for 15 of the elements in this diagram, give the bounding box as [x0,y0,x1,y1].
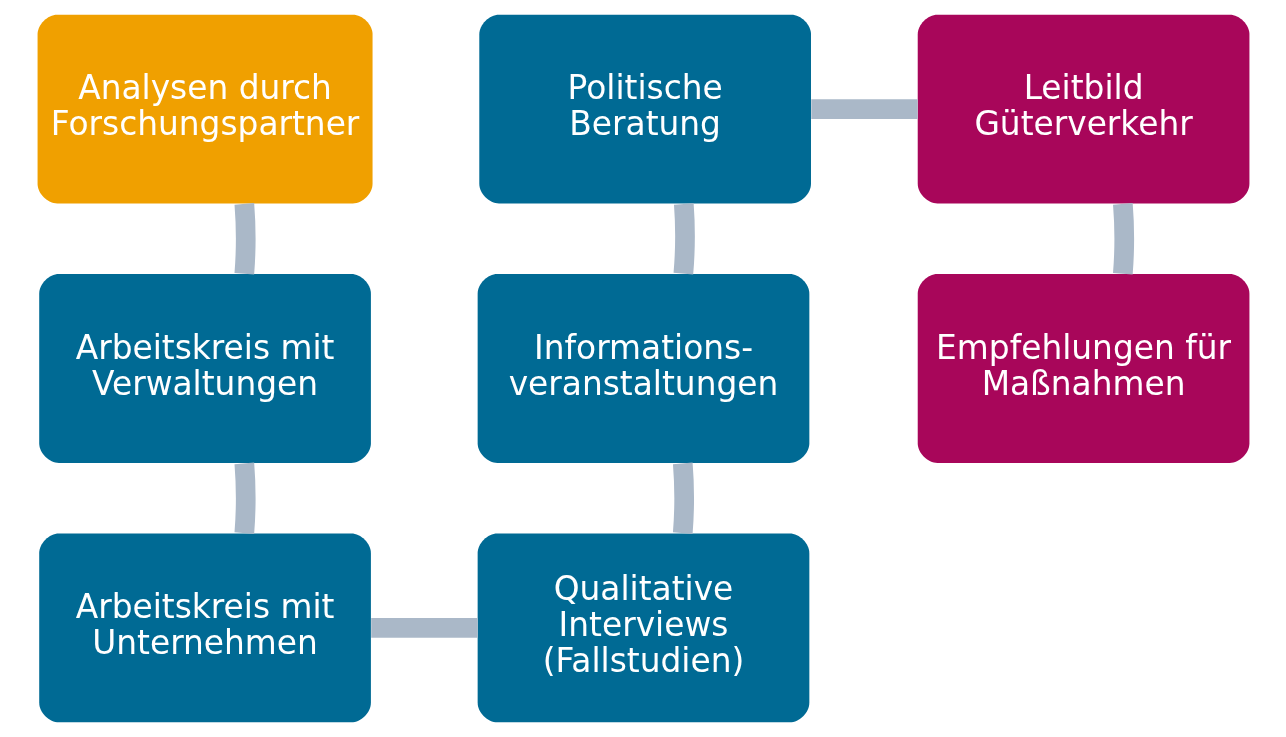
connector [1112,203,1134,275]
node-box: Informations- veranstaltungen [477,274,809,463]
node-box: Qualitative Interviews (Fallstudien) [477,533,809,723]
connector [234,203,256,275]
connector [673,203,695,275]
connector [672,462,694,534]
connector [234,462,256,534]
node-box: Politische Beratung [478,14,811,204]
node-box: Empfehlungen für Maßnahmen [917,274,1249,463]
node-box: Arbeitskreis mit Unternehmen [38,533,371,723]
node-box: Arbeitskreis mit Verwaltungen [38,274,371,463]
connector [810,99,918,119]
connector [370,618,478,638]
node-box: Leitbild Güterverkehr [917,14,1249,204]
node-box: Analysen durch Forschungspartner [37,14,373,204]
